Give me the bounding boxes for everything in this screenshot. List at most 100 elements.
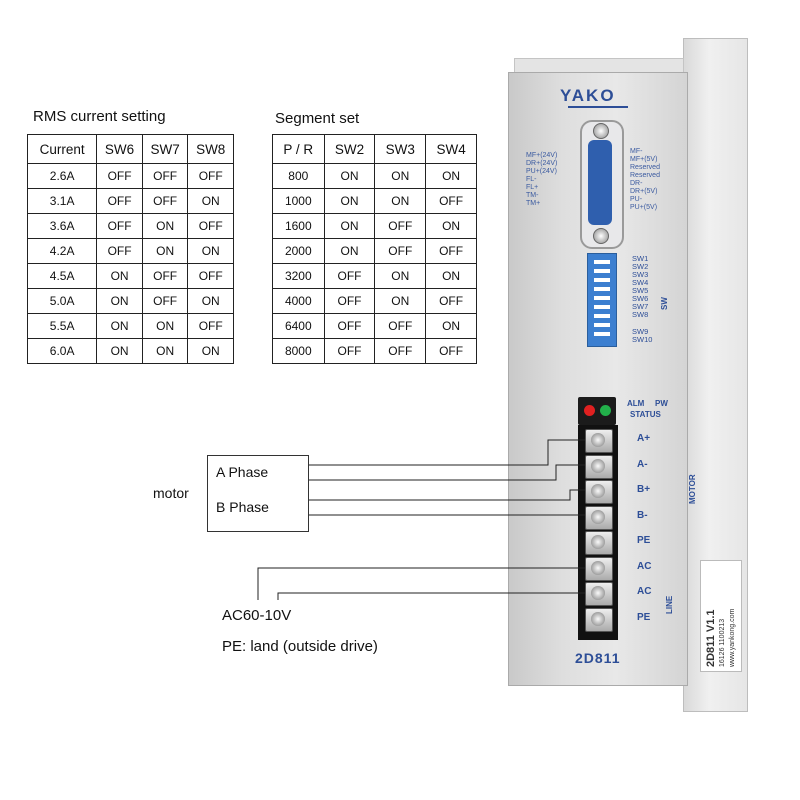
table-header-cell: SW6 (96, 134, 143, 164)
a-phase-label: A Phase (216, 464, 269, 480)
sw-label: SW4 (632, 278, 649, 287)
table-cell: ON (141, 238, 189, 264)
table-header-cell: SW7 (141, 134, 189, 164)
drive-model-label: 2D811 (575, 650, 621, 666)
sw-label: SW3 (632, 270, 649, 279)
sw-label: SW9 (632, 327, 649, 336)
table-cell: 6400 (272, 313, 325, 339)
table-cell: ON (323, 213, 376, 239)
connector-pin-label: TM+ (526, 200, 541, 207)
terminal-screw-icon (585, 582, 613, 606)
table-cell: 3200 (272, 263, 325, 289)
connector-pin-label: FL- (526, 176, 537, 183)
table-cell: ON (187, 338, 234, 364)
terminal-screw-icon (585, 480, 613, 504)
dip-switch (594, 296, 610, 300)
table-cell: OFF (425, 188, 477, 214)
table-cell: OFF (187, 313, 234, 339)
dip-switch (594, 314, 610, 318)
terminal-label: PE (637, 535, 651, 546)
connector-pin-label: DR+(5V) (630, 188, 658, 195)
connector-pin-label: Reserved (630, 172, 660, 179)
table-cell: OFF (141, 188, 189, 214)
dip-switch-block (587, 253, 617, 347)
terminal-label: B+ (637, 484, 651, 495)
brand-underline (568, 106, 628, 108)
terminal-label: AC (637, 560, 652, 572)
table-cell: ON (425, 213, 477, 239)
table-header-cell: SW3 (374, 134, 427, 164)
pw-label: PW (655, 399, 668, 408)
connector-pin-label: MF+(24V) (526, 152, 558, 159)
segment-table-title: Segment set (275, 110, 360, 127)
terminal-screw-icon (585, 505, 613, 530)
table-cell: ON (425, 313, 477, 339)
a-minus-wire (283, 464, 585, 481)
dip-switch (594, 269, 610, 273)
b-plus-wire (283, 489, 585, 501)
table-cell: ON (323, 188, 376, 214)
alm-label: ALM (627, 399, 645, 408)
table-cell: OFF (187, 213, 234, 239)
drive-top-cap (514, 58, 684, 75)
table-cell: ON (96, 338, 143, 364)
connector-pin-label: MF+(5V) (630, 156, 658, 163)
table-cell: 5.0A (26, 288, 98, 314)
rms-table-title: RMS current setting (33, 108, 166, 125)
table-cell: ON (425, 263, 477, 289)
dip-switch (594, 287, 610, 291)
dip-switch (594, 332, 610, 336)
connector-pin-label: MF- (630, 148, 643, 155)
pe-note-label: PE: land (outside drive) (222, 638, 378, 655)
table-cell: OFF (96, 213, 143, 239)
connector-pin-label: PU+(5V) (630, 204, 658, 211)
motor-box (207, 455, 309, 532)
sw-label: SW7 (632, 302, 649, 311)
ac-wire-2 (277, 592, 585, 600)
status-label: STATUS (630, 410, 661, 419)
terminal-screw-icon (585, 454, 613, 479)
table-cell: OFF (374, 338, 427, 364)
table-cell: OFF (323, 288, 376, 314)
sw-label: SW8 (632, 310, 649, 319)
terminal-label: A+ (637, 433, 651, 444)
table-cell: ON (187, 238, 234, 264)
alarm-led-icon (584, 405, 595, 416)
table-cell: OFF (425, 338, 477, 364)
table-cell: 4.2A (26, 238, 98, 264)
connector-screw-icon (593, 228, 609, 244)
sw-label: SW5 (632, 286, 649, 295)
table-cell: 8000 (272, 338, 325, 364)
terminal-label: A- (637, 458, 648, 470)
table-cell: 6.0A (26, 338, 98, 364)
product-sticker: 2D811 V1.1 16126 1100213 www.yankong.com (700, 560, 742, 672)
sw-label: SW2 (632, 262, 649, 271)
dip-switch (594, 278, 610, 282)
table-cell: ON (96, 263, 143, 289)
table-cell: OFF (323, 338, 376, 364)
table-cell: 1000 (272, 188, 325, 214)
sw-label: SW10 (632, 335, 653, 344)
connector-pin-label: Reserved (630, 164, 660, 171)
terminal-screw-icon (585, 429, 613, 453)
status-led-panel (578, 397, 616, 425)
connector-pin-label: PU- (630, 196, 643, 203)
connector-pin-label: PU+(24V) (526, 168, 557, 175)
terminal-screw-icon (585, 531, 613, 555)
connector-screw-icon (593, 123, 609, 139)
dip-switch (594, 305, 610, 309)
table-cell: OFF (96, 188, 143, 214)
motor-label: motor (153, 485, 189, 501)
